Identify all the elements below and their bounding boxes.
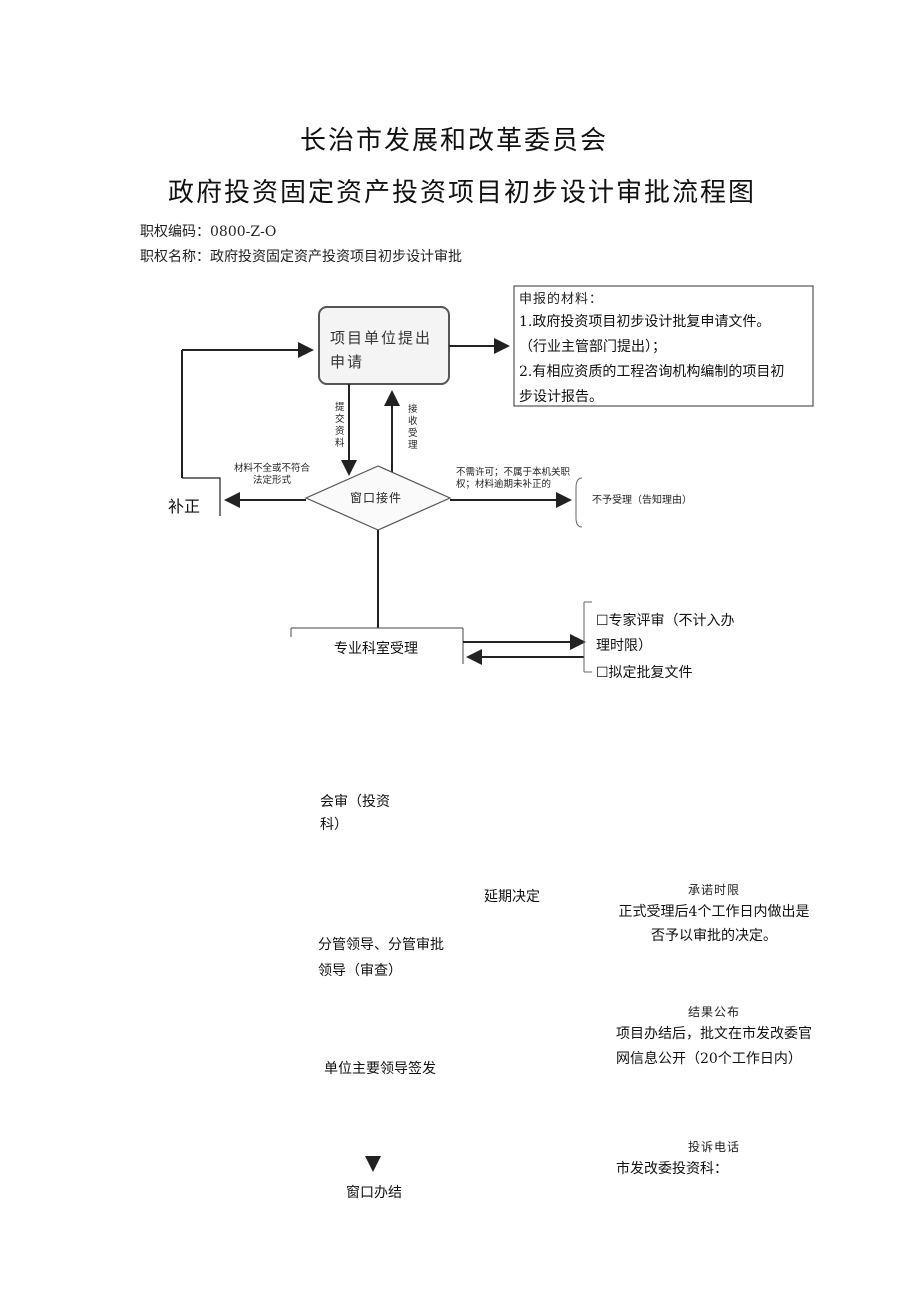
complaint-text: 市发改委投资科： bbox=[616, 1161, 728, 1177]
finish-node: 窗口办结 bbox=[346, 1185, 402, 1201]
incomplete-label: 材料不全或不符合法定形式 bbox=[233, 463, 310, 486]
joint-review-node: 会审（投资科） bbox=[320, 794, 390, 833]
submit-label: 提交资料 bbox=[335, 402, 345, 449]
publish-block: 结果公布 项目办结后，批文在市发改委官网信息公开（20个工作日内） bbox=[616, 1002, 812, 1072]
draft-approval-item: ☐拟定批复文件 bbox=[596, 665, 693, 681]
extend-decision-node: 延期决定 bbox=[484, 889, 540, 905]
materials-box: 申报的材料： 1.政府投资项目初步设计批复申请文件。 （行业主管部门提出）； 2… bbox=[519, 290, 815, 410]
complaint-heading: 投诉电话 bbox=[687, 1140, 740, 1154]
materials-line-3: 2.有相应资质的工程咨询机构编制的项目初 bbox=[519, 364, 785, 380]
promise-heading: 承诺时限 bbox=[687, 883, 740, 897]
materials-line-4: 步设计报告。 bbox=[519, 389, 603, 405]
authority-code: 职权编码：0800-Z-O bbox=[140, 224, 277, 240]
window-node: 窗口接件 bbox=[350, 491, 403, 505]
leader-review-node: 分管领导、分管审批领导（审查） bbox=[318, 937, 444, 979]
apply-node: 项目单位提出申请 bbox=[330, 329, 433, 371]
materials-line-1: 1.政府投资项目初步设计批复申请文件。 bbox=[519, 314, 771, 330]
complaint-block: 投诉电话 市发改委投资科： bbox=[616, 1137, 812, 1182]
promise-block: 承诺时限 正式受理后4个工作日内做出是否予以审批的决定。 bbox=[616, 880, 812, 948]
materials-box-border bbox=[513, 285, 814, 407]
publish-heading: 结果公布 bbox=[687, 1005, 740, 1019]
publish-text: 项目办结后，批文在市发改委官网信息公开（20个工作日内） bbox=[616, 1026, 812, 1067]
reject-reason-label: 不需许可；不属于本机关职权；材料逾期未补正的 bbox=[456, 467, 571, 490]
materials-heading: 申报的材料： bbox=[519, 292, 604, 307]
reject-node: 不予受理（告知理由） bbox=[592, 495, 692, 506]
expert-review-item: ☐专家评审（不计入办理时限） bbox=[596, 613, 735, 654]
correct-node: 补正 bbox=[168, 497, 201, 516]
org-title: 长治市发展和改革委员会 bbox=[300, 126, 609, 156]
dept-node: 专业科室受理 bbox=[334, 641, 418, 657]
materials-line-2: （行业主管部门提出）； bbox=[519, 339, 666, 355]
feedback-label: 接收受理 bbox=[408, 404, 418, 451]
sign-node: 单位主要领导签发 bbox=[324, 1061, 436, 1077]
page-title: 政府投资固定资产投资项目初步设计审批流程图 bbox=[168, 178, 757, 208]
authority-name: 职权名称：政府投资固定资产投资项目初步设计审批 bbox=[140, 249, 462, 265]
promise-text: 正式受理后4个工作日内做出是否予以审批的决定。 bbox=[618, 904, 810, 944]
